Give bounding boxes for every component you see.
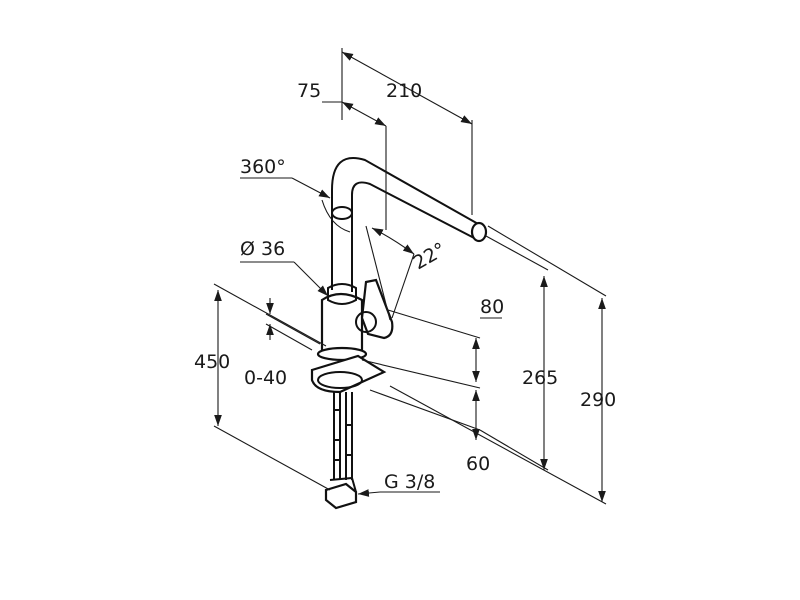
- mixer-lever: [360, 278, 394, 340]
- dim-75-label: 75: [297, 80, 321, 102]
- g38-connector: [324, 482, 358, 510]
- dim-210-label: 210: [386, 80, 422, 102]
- hose-left: [333, 392, 341, 480]
- lever-hub: [355, 311, 377, 333]
- dim-450-label: 450: [194, 351, 230, 373]
- dim-60-label: 60: [466, 453, 490, 475]
- dim-80-label: 80: [480, 296, 504, 318]
- dim-450: 450: [194, 283, 331, 491]
- dim-0-40-label: 0-40: [244, 367, 287, 389]
- spout-outer-line: [331, 157, 481, 290]
- dim-22-label: 22°: [410, 238, 450, 274]
- dim-g38-label: G 3/8: [384, 471, 435, 493]
- dim-g38: G 3/8: [357, 471, 440, 497]
- body-collar: [327, 283, 357, 305]
- dim-290: 290: [389, 225, 616, 505]
- dim-diameter-36: Ø 36: [240, 238, 329, 297]
- dim-265-label: 265: [522, 367, 558, 389]
- faucet-body: [310, 157, 488, 510]
- mounting-plate: [310, 354, 387, 394]
- dim-290-label: 290: [580, 389, 616, 411]
- dim-0-40: 0-40: [244, 298, 321, 389]
- dim-210: 210: [341, 48, 473, 215]
- spout-inner-line: [351, 181, 479, 292]
- dim-75: 75: [297, 80, 387, 230]
- spout-outlet: [470, 221, 488, 243]
- hose-right: [345, 392, 353, 480]
- dim-80-60: 80 60: [361, 296, 504, 475]
- dim-265: 265: [479, 235, 558, 471]
- hose-bands: [333, 409, 353, 461]
- swivel-marker: [331, 206, 353, 220]
- dim-360-label: 360°: [240, 156, 286, 178]
- dim-360: 360°: [240, 156, 351, 233]
- dim-diameter-36-label: Ø 36: [240, 238, 285, 260]
- base-ring-bottom: [317, 371, 363, 389]
- connector-detail: [329, 476, 357, 493]
